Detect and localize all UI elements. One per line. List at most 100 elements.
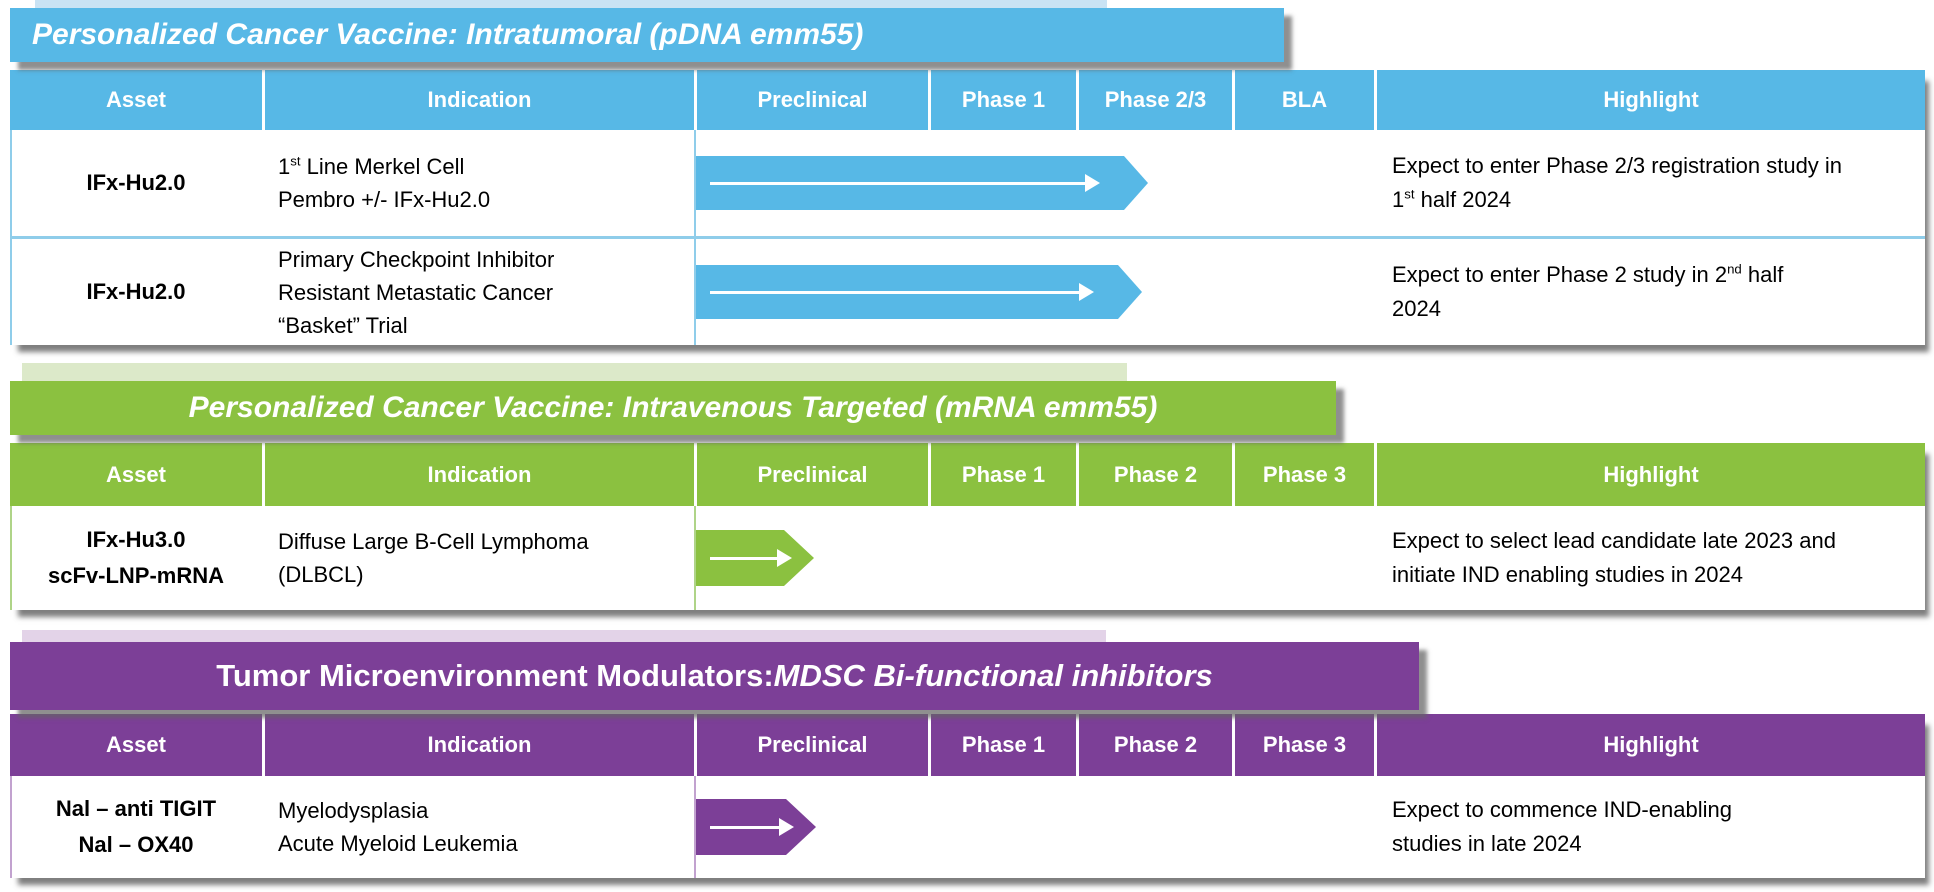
personalized-cancer-vaccine-intratumoral-timeline-divider-line	[694, 130, 696, 345]
column-header-indication: Indication	[262, 714, 694, 776]
phase-progress-arrow	[696, 530, 814, 586]
timeline-cell	[694, 776, 1374, 878]
asset-name: scFv-LNP-mRNA	[47, 563, 225, 588]
arrow-head-icon	[1085, 174, 1100, 192]
highlight-line: 1st half 2024	[1392, 186, 1512, 212]
highlight-line: studies in late 2024	[1392, 831, 1582, 856]
highlight-cell: Expect to enter Phase 2 study in 2nd hal…	[1374, 239, 1925, 345]
column-header-phase-2-3: Phase 2/3	[1076, 70, 1232, 130]
indication-line: Primary Checkpoint Inhibitor	[278, 246, 555, 272]
column-header-phase-2: Phase 2	[1076, 443, 1232, 506]
highlight-line: initiate IND enabling studies in 2024	[1392, 562, 1744, 587]
column-header-preclinical: Preclinical	[694, 714, 928, 776]
column-header-asset: Asset	[10, 70, 262, 130]
phase-progress-arrow	[696, 265, 1142, 319]
tumor-microenvironment-modulators-panel-left-edge	[10, 776, 12, 878]
highlight-line: 2024	[1392, 296, 1441, 321]
timeline-cell	[694, 130, 1374, 236]
column-header-highlight: Highlight	[1374, 714, 1925, 776]
arrow-shaft	[710, 181, 1086, 185]
column-header-preclinical: Preclinical	[694, 443, 928, 506]
indication-line: “Basket” Trial	[278, 312, 408, 338]
column-header-phase-1: Phase 1	[928, 714, 1076, 776]
asset-name: IFx-Hu3.0	[86, 527, 186, 552]
column-header-phase-3: Phase 3	[1232, 443, 1374, 506]
timeline-cell	[694, 239, 1374, 345]
personalized-cancer-vaccine-intratumoral-row-separator	[10, 236, 1925, 239]
column-header-asset: Asset	[10, 714, 262, 776]
section-title-italic-part: Personalized Cancer Vaccine: Intravenous…	[188, 391, 1158, 424]
tumor-microenvironment-modulators-body: Nal – anti TIGIT Nal – OX40 Myelodysplasia…	[10, 776, 1925, 878]
highlight-cell: Expect to select lead candidate late 202…	[1374, 506, 1925, 610]
column-header-bla: BLA	[1232, 70, 1374, 130]
column-header-indication: Indication	[262, 443, 694, 506]
column-header-phase-3: Phase 3	[1232, 714, 1374, 776]
highlight-line: Expect to enter Phase 2/3 registration s…	[1392, 153, 1843, 178]
indication-line: Resistant Metastatic Cancer	[278, 279, 554, 305]
timeline-cell	[694, 506, 1374, 610]
asset-cell: Nal – anti TIGIT Nal – OX40	[10, 776, 262, 878]
column-header-phase-1: Phase 1	[928, 70, 1076, 130]
personalized-cancer-vaccine-intravenous-panel-left-edge	[10, 506, 12, 610]
column-header-phase-2: Phase 2	[1076, 714, 1232, 776]
section-title-italic-part: Personalized Cancer Vaccine: Intratumora…	[32, 18, 864, 51]
tumor-microenvironment-modulators-timeline-divider-line	[694, 776, 696, 878]
personalized-cancer-vaccine-intravenous-title-bar: Personalized Cancer Vaccine: Intravenous…	[10, 381, 1336, 435]
arrow-shaft	[710, 825, 780, 829]
arrow-head-icon	[779, 818, 794, 836]
arrow-shaft	[710, 556, 778, 560]
column-header-highlight: Highlight	[1374, 70, 1925, 130]
asset-cell: IFx-Hu2.0	[10, 130, 262, 236]
superscript: st	[1404, 186, 1415, 202]
phase-progress-arrow	[696, 156, 1148, 210]
asset-name: Nal – anti TIGIT	[55, 796, 217, 821]
asset-cell: IFx-Hu3.0 scFv-LNP-mRNA	[10, 506, 262, 610]
indication-cell: Diffuse Large B-Cell Lymphoma (DLBCL)	[262, 506, 694, 610]
column-header-phase-1: Phase 1	[928, 443, 1076, 506]
indication-line: Diffuse Large B-Cell Lymphoma	[278, 529, 589, 554]
column-header-indication: Indication	[262, 70, 694, 130]
phase-progress-arrow	[696, 799, 816, 855]
indication-line: Pembro +/- IFx-Hu2.0	[278, 187, 491, 212]
asset-name: IFx-Hu2.0	[86, 170, 186, 195]
asset-name: IFx-Hu2.0	[86, 279, 186, 304]
personalized-cancer-vaccine-intratumoral-panel-left-edge	[10, 130, 12, 345]
indication-line: Acute Myeloid Leukemia	[278, 831, 518, 856]
tumor-microenvironment-modulators-title-bar: Tumor Microenvironment Modulators: MDSC …	[10, 642, 1419, 710]
arrow-head-icon	[1079, 283, 1094, 301]
personalized-cancer-vaccine-intravenous-timeline-divider-line	[694, 506, 696, 610]
column-header-asset: Asset	[10, 443, 262, 506]
asset-name: Nal – OX40	[78, 832, 194, 857]
arrow-shaft	[710, 290, 1080, 294]
personalized-cancer-vaccine-intravenous-body: IFx-Hu3.0 scFv-LNP-mRNA Diffuse Large B-Ce…	[10, 506, 1925, 610]
superscript: nd	[1727, 261, 1742, 277]
indication-line: (DLBCL)	[278, 562, 364, 587]
asset-cell: IFx-Hu2.0	[10, 239, 262, 345]
indication-line: Myelodysplasia	[278, 798, 429, 823]
column-header-preclinical: Preclinical	[694, 70, 928, 130]
highlight-cell: Expect to enter Phase 2/3 registration s…	[1374, 130, 1925, 236]
arrow-head-icon	[777, 549, 792, 567]
indication-line: 1st Line Merkel Cell	[278, 153, 465, 179]
personalized-cancer-vaccine-intravenous-table-row-1: IFx-Hu3.0 scFv-LNP-mRNA Diffuse Large B-Ce…	[10, 506, 1925, 610]
personalized-cancer-vaccine-intratumoral-title-bar: Personalized Cancer Vaccine: Intratumora…	[10, 8, 1284, 62]
section-title-regular-part: Tumor Microenvironment Modulators:	[216, 658, 774, 693]
column-header-highlight: Highlight	[1374, 443, 1925, 506]
highlight-line: Expect to select lead candidate late 202…	[1392, 528, 1836, 553]
section-title-italic-part: MDSC Bi-functional inhibitors	[773, 658, 1213, 693]
tumor-microenvironment-modulators-table-row-1: Nal – anti TIGIT Nal – OX40 Myelodysplasia…	[10, 776, 1925, 878]
